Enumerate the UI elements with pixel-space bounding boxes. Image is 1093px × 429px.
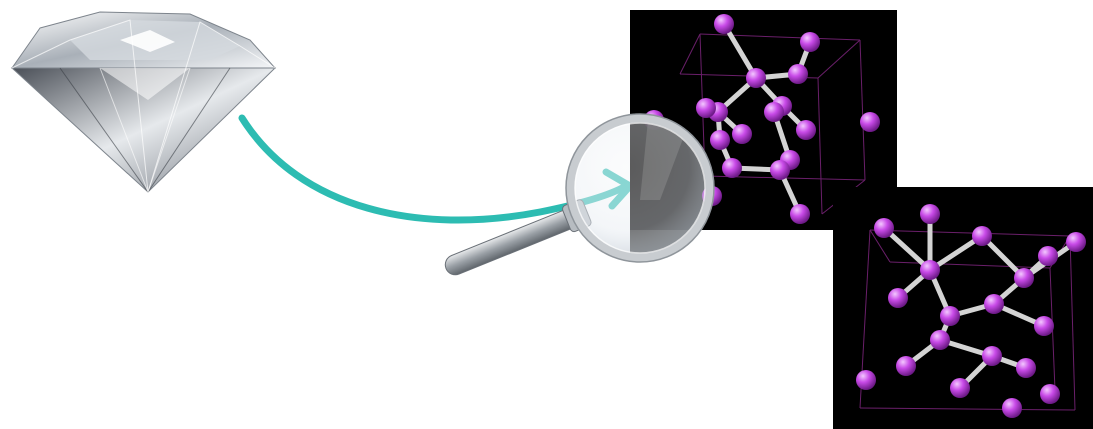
unit-cell-edge xyxy=(699,33,861,41)
diamond-gem-icon xyxy=(10,11,277,194)
carbon-atom xyxy=(896,356,916,376)
carbon-bond xyxy=(881,225,933,273)
unit-cell-edge xyxy=(1069,235,1076,411)
carbon-atom xyxy=(1016,358,1036,378)
carbon-atom xyxy=(1038,246,1058,266)
carbon-atom xyxy=(940,306,960,326)
carbon-atom xyxy=(722,158,742,178)
carbon-atom xyxy=(796,120,816,140)
carbon-atom xyxy=(1034,316,1054,336)
carbon-atom xyxy=(732,124,752,144)
magnifying-glass-icon xyxy=(444,113,715,276)
carbon-atom xyxy=(874,218,894,238)
carbon-atom xyxy=(788,64,808,84)
unit-cell-edge xyxy=(869,229,1071,237)
unit-cell-edge xyxy=(859,39,866,181)
unit-cell-edge xyxy=(817,39,861,79)
carbon-atom xyxy=(714,14,734,34)
carbon-atom xyxy=(972,226,992,246)
unit-cell-edge xyxy=(859,407,1076,411)
carbon-atom xyxy=(920,204,940,224)
carbon-atom xyxy=(888,288,908,308)
carbon-atom xyxy=(746,68,766,88)
crystal-lattice-panel-lower xyxy=(833,187,1093,429)
carbon-atom xyxy=(1014,268,1034,288)
carbon-atom xyxy=(800,32,820,52)
carbon-atom xyxy=(790,204,810,224)
carbon-atom xyxy=(710,130,730,150)
carbon-atom xyxy=(856,370,876,390)
carbon-atom xyxy=(770,160,790,180)
carbon-atom xyxy=(1040,384,1060,404)
unit-cell-edge xyxy=(679,33,701,75)
carbon-atom xyxy=(1066,232,1086,252)
carbon-atom xyxy=(982,346,1002,366)
carbon-atom xyxy=(930,330,950,350)
carbon-atom xyxy=(860,112,880,132)
carbon-atom xyxy=(984,294,1004,314)
carbon-atom xyxy=(696,98,716,118)
carbon-atom xyxy=(764,102,784,122)
unit-cell-edge xyxy=(889,261,1051,269)
carbon-atom xyxy=(950,378,970,398)
unit-cell-edge xyxy=(817,77,823,215)
carbon-bond xyxy=(721,21,759,81)
unit-cell-edge xyxy=(869,229,891,263)
carbon-bond xyxy=(927,233,985,273)
carbon-atom xyxy=(1002,398,1022,418)
carbon-atom xyxy=(920,260,940,280)
